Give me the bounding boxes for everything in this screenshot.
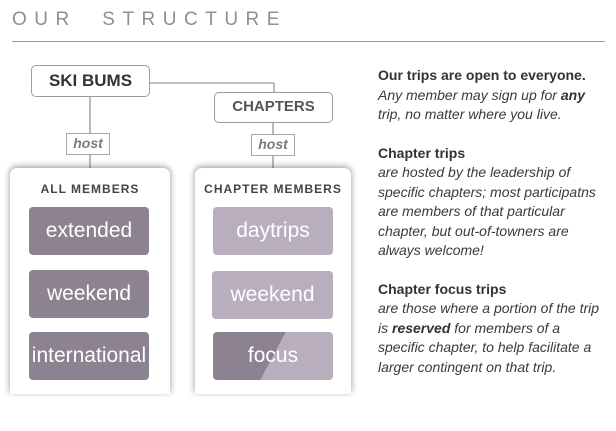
open-trips-body-end: trip, no matter where you live. bbox=[378, 106, 562, 122]
page-title: OUR STRUCTURE bbox=[12, 9, 287, 30]
chapter-members-header: CHAPTER MEMBERS bbox=[204, 182, 342, 196]
trip-type-focus: focus bbox=[213, 332, 333, 380]
title-divider bbox=[12, 41, 605, 42]
trip-type-chapter-weekend: weekend bbox=[212, 271, 333, 319]
all-members-header: ALL MEMBERS bbox=[40, 182, 140, 196]
host-label-left: host bbox=[66, 133, 110, 155]
description-column: Our trips are open to everyone. Any memb… bbox=[378, 66, 610, 396]
all-members-panel: ALL MEMBERS extended weekend internation… bbox=[10, 168, 170, 394]
chapter-trips-body: are hosted by the leadership of specific… bbox=[378, 164, 596, 258]
trip-type-international: international bbox=[29, 332, 149, 380]
host-label-right: host bbox=[251, 134, 295, 156]
chapters-node: CHAPTERS bbox=[214, 92, 333, 123]
ski-bums-node: SKI BUMS bbox=[31, 65, 150, 97]
focus-trips-body-start: are those where a portion of the trip is bbox=[378, 300, 600, 336]
chapter-trips-heading: Chapter trips bbox=[378, 144, 466, 161]
trip-type-extended: extended bbox=[29, 207, 149, 255]
open-trips-heading: Our trips are open to everyone. bbox=[378, 67, 586, 83]
focus-trips-emphasis: reserved bbox=[392, 319, 451, 336]
focus-trips-description: Chapter focus trips are those where a po… bbox=[378, 280, 610, 378]
trip-type-weekend: weekend bbox=[29, 270, 149, 318]
open-trips-description: Our trips are open to everyone. Any memb… bbox=[378, 66, 610, 125]
focus-trips-body-end: for members of a specific chapter, to he… bbox=[378, 319, 592, 375]
chapter-trips-description: Chapter trips are hosted by the leadersh… bbox=[378, 144, 610, 261]
open-trips-emphasis: any bbox=[560, 86, 585, 103]
trip-type-daytrips: daytrips bbox=[213, 207, 333, 255]
focus-trips-heading: Chapter focus trips bbox=[378, 280, 507, 297]
chapter-members-panel: CHAPTER MEMBERS daytrips weekend focus bbox=[195, 168, 351, 394]
open-trips-body-start: Any member may sign up for bbox=[378, 86, 561, 103]
